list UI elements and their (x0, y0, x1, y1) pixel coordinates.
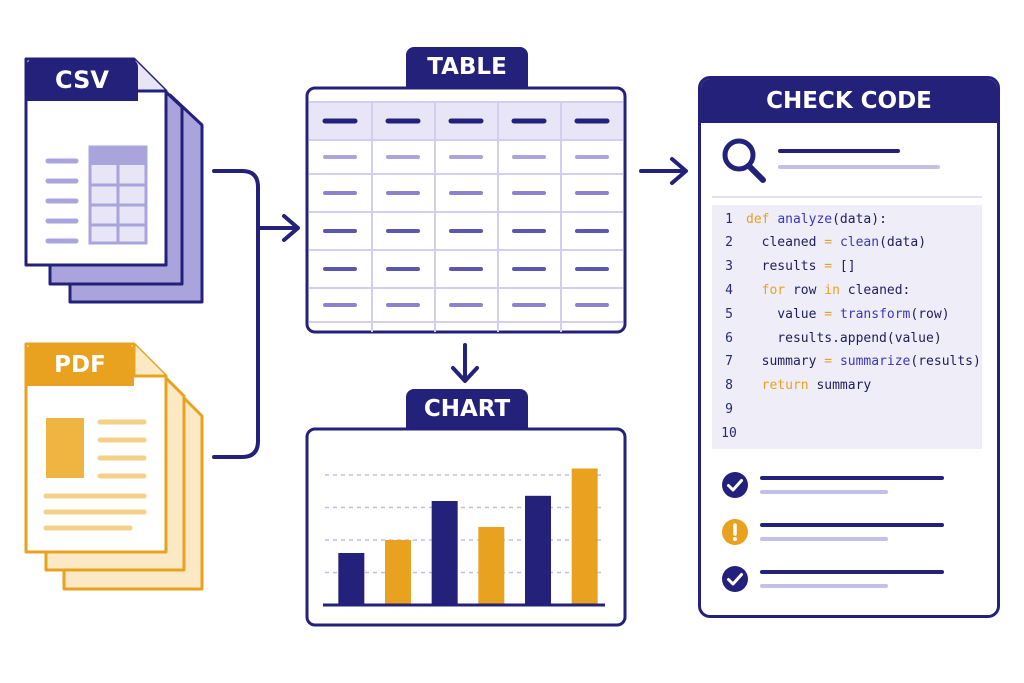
code-line-number: 4 (725, 282, 733, 298)
code-line-text: cleaned = clean(data) (746, 235, 926, 250)
code-line-number: 5 (725, 306, 733, 322)
chart-bar (431, 501, 458, 605)
pdf-image-block (46, 418, 84, 478)
search-icon (722, 138, 766, 183)
check-result-lines (760, 523, 944, 541)
chart-bar (478, 527, 505, 605)
code-line: 8 return summary (712, 374, 871, 398)
code-token: transform (839, 306, 911, 322)
code-line-text: results = [] (746, 259, 856, 274)
table-grid-lines (309, 101, 623, 332)
chart-gridlines (325, 474, 605, 574)
code-line-text: return summary (746, 378, 872, 394)
code-line-text: value = transform(row) (746, 306, 950, 322)
code-token: cleaned (746, 235, 825, 251)
code-token: [] (832, 259, 856, 275)
code-token (832, 354, 840, 369)
code-token: return (746, 378, 809, 394)
check-code-header: CHECK CODE (701, 79, 997, 123)
code-token: analyze (777, 211, 833, 227)
code-token: in (824, 282, 840, 298)
code-line-number: 9 (725, 401, 733, 417)
pdf-label: PDF (26, 344, 134, 386)
csv-text-lines (45, 158, 79, 244)
code-token: (row) (910, 306, 950, 322)
code-line: 10 (712, 421, 746, 445)
code-line-text: summary = summarize(results) (746, 354, 981, 369)
code-token: row (785, 282, 825, 298)
code-line-number: 7 (725, 354, 733, 370)
pdf-text-lines (43, 419, 147, 531)
code-token: = (824, 354, 833, 370)
check-result-lines (760, 570, 944, 588)
code-token: summary (808, 378, 872, 394)
chart-label: CHART (406, 389, 528, 429)
code-line-text: def analyze(data): (746, 212, 887, 227)
code-token: = (824, 306, 833, 322)
table-cell-dashes (323, 155, 609, 307)
code-token: def (746, 211, 778, 227)
code-token: results.append(value) (746, 330, 942, 346)
chart-bar (571, 468, 598, 605)
pdf-document-stack (24, 342, 204, 591)
code-line-text: results.append(value) (746, 330, 942, 346)
code-token: value (746, 306, 825, 322)
code-token: = (824, 259, 833, 275)
code-line-number: 3 (725, 259, 733, 275)
code-line: 3 results = [] (712, 255, 856, 279)
code-line: 1 def analyze(data): (712, 207, 887, 231)
code-line-number: 10 (721, 425, 737, 441)
code-token: summary (746, 354, 825, 370)
code-line: 6 results.append(value) (712, 326, 942, 350)
code-line: 7 summary = summarize(results) (712, 350, 981, 374)
code-line-number: 8 (725, 378, 733, 394)
check-circle-icon (722, 472, 748, 498)
search-divider (712, 196, 982, 198)
code-line-number: 2 (725, 235, 733, 251)
code-token (832, 235, 840, 250)
code-line: 4 for row in cleaned: (712, 278, 910, 302)
table-to-chart-arrow (451, 343, 479, 383)
exclamation-circle-icon (722, 519, 748, 545)
code-token: (data): (832, 211, 887, 227)
csv-document-stack (24, 57, 204, 304)
code-block (712, 205, 982, 449)
csv-label: CSV (26, 59, 138, 101)
merge-bracket (212, 169, 260, 459)
code-token: cleaned: (839, 282, 911, 298)
code-line: 2 cleaned = clean(data) (712, 231, 926, 255)
chart-bar (525, 495, 551, 605)
code-token: for (746, 282, 786, 298)
code-token: clean (839, 235, 880, 251)
table-label: TABLE (406, 47, 528, 87)
code-token (832, 307, 840, 322)
code-token: results (746, 259, 825, 275)
code-line-number: 1 (725, 211, 733, 227)
data-table (305, 86, 627, 334)
bar-chart (305, 427, 627, 627)
search-summary-lines (778, 149, 940, 169)
chart-bar (385, 540, 411, 605)
chart-bars (338, 468, 598, 605)
csv-mini-grid (88, 145, 148, 245)
code-line-number: 6 (725, 330, 733, 346)
code-token: = (824, 235, 833, 251)
merge-arrow (256, 214, 300, 242)
code-line: 9 (712, 397, 746, 421)
code-token: (data) (879, 235, 927, 251)
code-token: summarize (839, 354, 911, 370)
check-circle-icon (722, 566, 748, 592)
code-token: (results) (910, 354, 981, 370)
code-line-text: for row in cleaned: (746, 282, 911, 298)
code-line: 5 value = transform(row) (712, 302, 950, 326)
table-to-code-arrow (639, 157, 688, 185)
chart-bar (338, 553, 365, 605)
check-result-lines (760, 476, 944, 494)
